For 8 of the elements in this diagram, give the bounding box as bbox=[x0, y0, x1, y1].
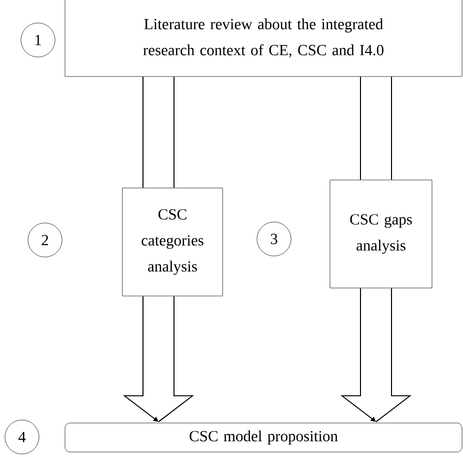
block-arrow bbox=[122, 296, 194, 422]
process-box: CSC categories analysis bbox=[122, 188, 223, 296]
process-box: CSC gaps analysis bbox=[330, 180, 432, 288]
result-box: CSC model proposition bbox=[64, 422, 462, 452]
connector-shaft bbox=[142, 76, 174, 188]
connector-shaft bbox=[360, 76, 392, 180]
block-arrow bbox=[340, 288, 412, 422]
process-box: Literature review about the integrated research context of CE, CSC and I4.0 bbox=[64, 0, 462, 77]
